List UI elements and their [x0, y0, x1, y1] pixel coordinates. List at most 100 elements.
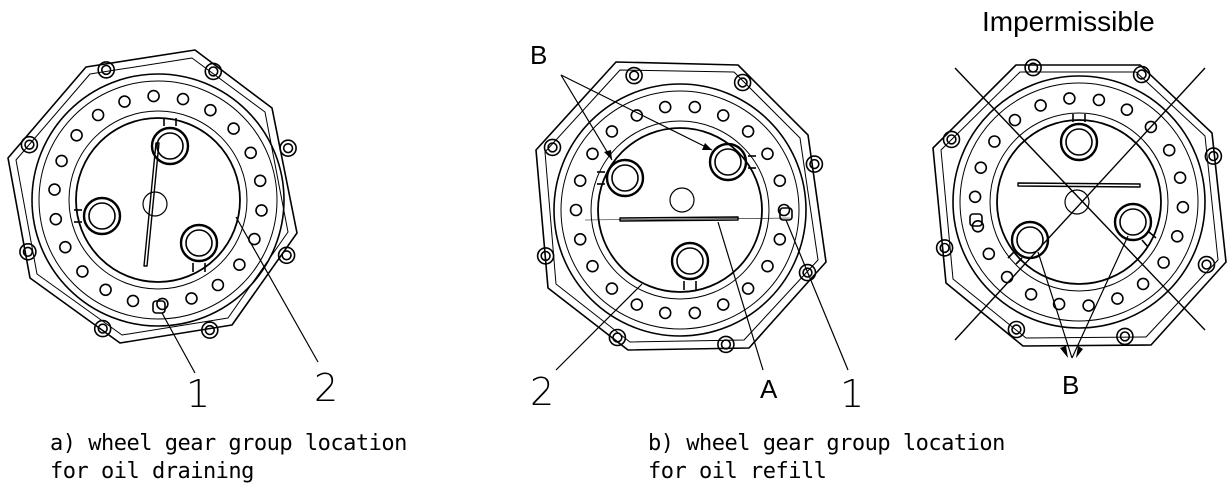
bolt-hole: [126, 294, 140, 308]
bolt-hole-inner: [737, 77, 748, 88]
planet-gear-left-a: [74, 196, 122, 236]
impermissible-title: Impermissible: [982, 6, 1155, 37]
bolt-hole: [1197, 255, 1216, 274]
bolt-hole-inner: [946, 134, 957, 145]
bolt-hole: [97, 61, 115, 79]
mounting-bolts-a: [19, 61, 297, 339]
bolt-hole: [1120, 103, 1134, 116]
caption-b-line1: b) wheel gear group location: [648, 431, 1005, 456]
oil-plug-c: [1017, 182, 1141, 188]
planet-gear-right-c: [1113, 202, 1157, 248]
bolt-hole: [805, 155, 824, 173]
bolt-hole: [605, 125, 619, 138]
bolt-hole-inner: [22, 246, 34, 258]
bolt-hole: [233, 258, 246, 272]
bolt-hole: [741, 282, 755, 295]
cross-out-line-2: [954, 67, 1206, 341]
bolt-hole-inner: [1027, 62, 1039, 73]
bolt-hole: [255, 204, 268, 217]
flange-ring-c: [959, 82, 1199, 322]
bolt-hole: [118, 95, 131, 108]
housing-inner-outline-b: [544, 69, 819, 343]
leader-B-c-right: [1071, 235, 1129, 359]
bolt-hole: [70, 129, 83, 142]
bolt-hole: [982, 247, 996, 261]
bolt-hole-inner: [547, 142, 558, 153]
bolt-hole: [573, 233, 587, 246]
bolt-hole-inner: [1119, 331, 1131, 342]
housing-inner-outline-c: [940, 71, 1219, 339]
bolt-hole-inner: [1136, 69, 1147, 80]
bolt-hole: [630, 298, 644, 311]
bolt-hole-inner: [208, 66, 219, 77]
bolt-hole: [608, 328, 627, 347]
bolt-hole: [741, 125, 755, 138]
bolt-hole: [156, 297, 169, 311]
arrowhead-B-c-left: [1060, 346, 1068, 358]
bolt-hole: [227, 122, 240, 135]
arrowhead-B-right: [702, 143, 712, 150]
arrowhead-B-c-right: [1076, 346, 1083, 358]
bolt-hole-inner: [24, 139, 35, 150]
bolt-hole: [19, 243, 37, 261]
planet-gear-top-a: [150, 118, 190, 166]
bolt-hole: [1000, 270, 1014, 284]
bolt-hole: [204, 103, 217, 117]
bolt-hole: [974, 161, 988, 174]
planet-gear-top-c: [1059, 114, 1099, 162]
bolt-hole: [1008, 113, 1022, 127]
bolt-hole: [733, 73, 752, 92]
bolt-hole: [1092, 93, 1106, 107]
caption-a: a) wheel gear group location for oil dra…: [50, 430, 407, 486]
flange-ring-a: [38, 80, 278, 320]
leader-B-c-left: [1037, 251, 1073, 359]
bolt-hole: [59, 240, 72, 254]
bolt-hole-inner: [628, 70, 640, 81]
bolt-hole: [717, 335, 735, 354]
flange-outer-ring-a: [31, 73, 285, 327]
bolt-hole: [658, 306, 672, 320]
leader-2-a: [235, 216, 319, 363]
bolt-hole-inner: [282, 143, 294, 154]
bolt-hole-inner: [100, 64, 112, 76]
planet-gear-right-a: [179, 223, 219, 272]
bolt-hole-inner: [612, 332, 623, 343]
bolt-hole: [605, 282, 619, 295]
bolt-hole: [1052, 297, 1066, 311]
bolt-hole: [988, 135, 1001, 148]
mounting-bolts-c: [935, 58, 1223, 346]
bolt-hole: [1157, 256, 1170, 269]
bolt-hole-inner: [809, 158, 820, 170]
housing-outline-c: [932, 64, 1227, 347]
bolt-hole: [968, 190, 982, 204]
bolt-hole: [586, 147, 599, 161]
bolt-hole: [20, 135, 39, 154]
cover-circle-c: [996, 119, 1162, 285]
bolt-hole: [716, 109, 730, 122]
bolt-hole: [1204, 147, 1223, 165]
bolt-hole: [49, 212, 63, 226]
bolt-hole: [536, 247, 555, 265]
bolt-hole: [211, 278, 225, 292]
flange-outer-ring-b: [553, 83, 807, 337]
bolt-hole: [201, 321, 219, 339]
cover-circle-a: [75, 117, 241, 283]
planet-gear-bottom-b: [670, 241, 710, 290]
bolt-hole-inner: [1011, 324, 1022, 335]
mounting-bolts-b: [536, 66, 824, 354]
flange-outer-ring-c: [952, 75, 1206, 329]
leader-B-right: [560, 74, 713, 151]
bolt-hole-inner: [1208, 150, 1219, 162]
bolt-hole: [773, 174, 787, 187]
center-hole-b: [669, 187, 695, 213]
bolt-hole: [1063, 92, 1076, 105]
arrowhead-B-left: [604, 150, 612, 160]
label-B-c: B: [1062, 370, 1080, 400]
bolt-hole: [1082, 299, 1095, 312]
bolt-hole: [761, 259, 774, 273]
leader-2-b: [555, 283, 643, 371]
bolt-hole: [244, 146, 257, 160]
bolt-hole: [658, 100, 672, 114]
bolt-hole: [253, 174, 267, 188]
